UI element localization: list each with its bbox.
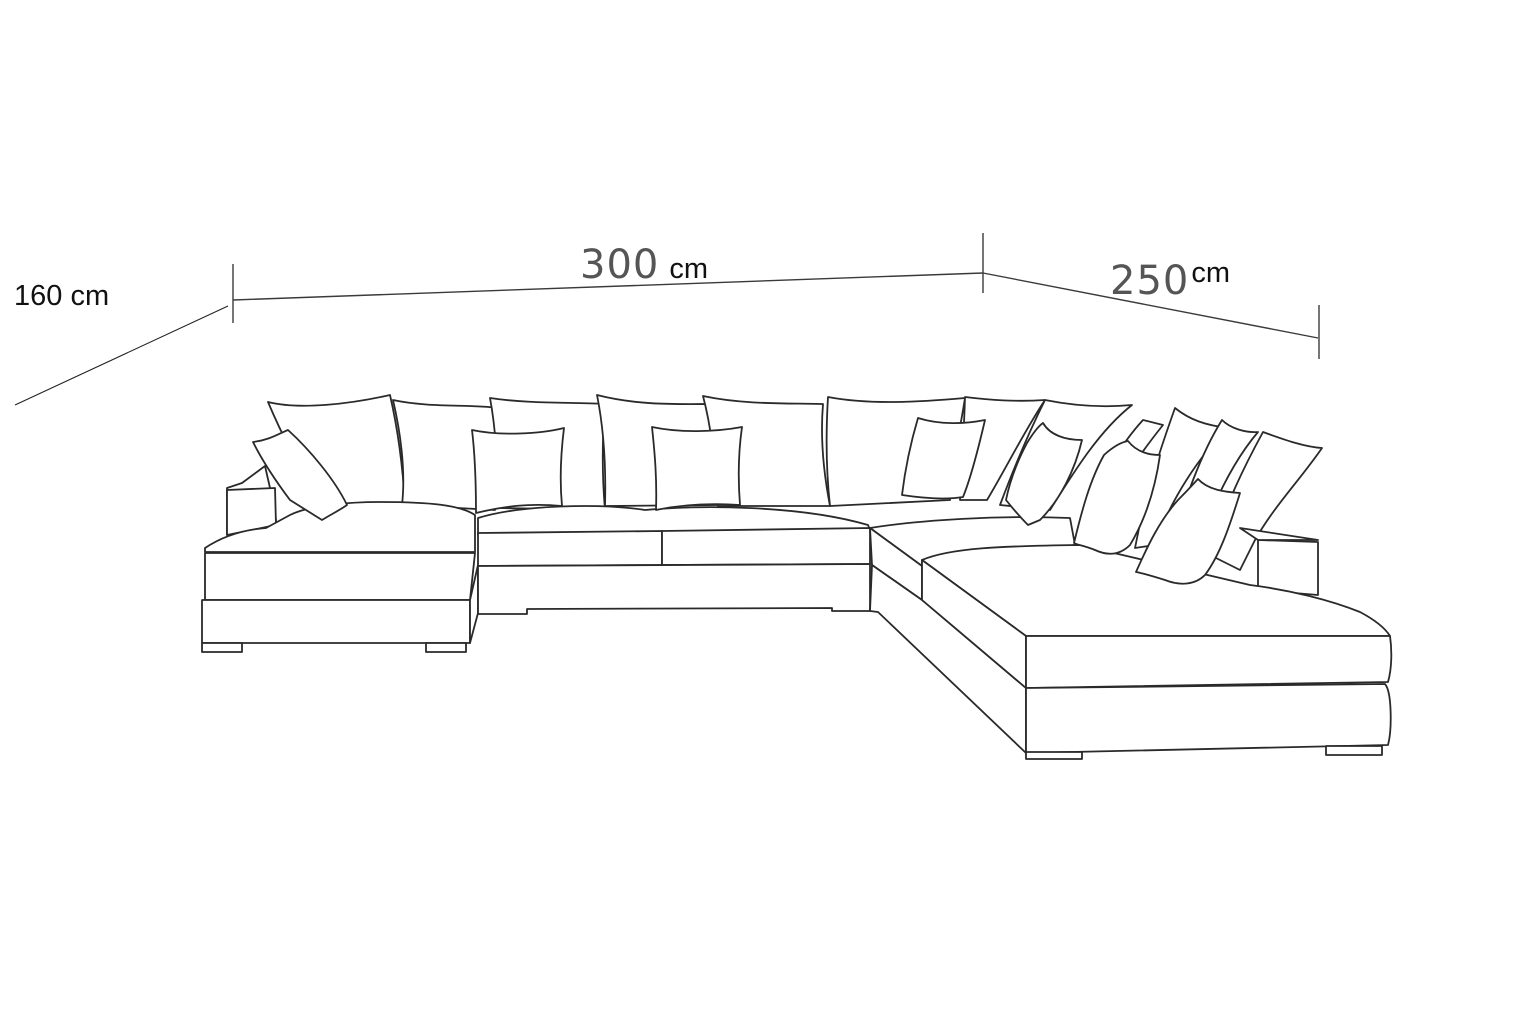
dimension-lines — [14, 233, 1320, 406]
scatter-cushion — [651, 426, 743, 511]
foot — [201, 642, 243, 653]
middle-seat-cushion — [477, 530, 663, 567]
width-main-value: 300 — [580, 242, 660, 288]
scatter-cushion — [252, 429, 348, 521]
middle-base — [477, 563, 871, 615]
right-armrest — [1257, 539, 1319, 596]
scatter-cushion — [1073, 440, 1161, 555]
right-chaise-top — [921, 544, 1391, 637]
width-main-dimension-label: 300 cm — [580, 242, 708, 288]
scatter-cushions — [252, 417, 1241, 585]
scatter-cushion — [1135, 478, 1241, 585]
back-cushion — [1209, 431, 1323, 571]
depth-dimension-label: 160 cm — [14, 280, 110, 312]
width-side-unit: cm — [1191, 257, 1231, 289]
right-chaise-seat — [1025, 635, 1393, 689]
width-main-unit: cm — [669, 253, 709, 285]
scatter-cushion — [471, 427, 565, 514]
foot — [425, 642, 467, 653]
width-side-value: 250 — [1110, 258, 1190, 304]
width-side-dimension-line — [982, 272, 1319, 339]
left-chaise-base — [201, 599, 471, 644]
width-side-dimension-label: 250cm — [1110, 257, 1231, 304]
middle-section — [477, 505, 871, 615]
width-main-dimension-line — [232, 272, 984, 301]
left-chaise — [201, 465, 479, 653]
foot — [1325, 745, 1383, 756]
scatter-cushion — [901, 417, 986, 500]
foot — [1025, 751, 1083, 760]
depth-dimension-line — [14, 305, 229, 406]
right-chaise-base — [1025, 683, 1392, 754]
right-armrest-top — [1239, 527, 1319, 541]
middle-seat-cushion — [661, 527, 871, 566]
left-chaise-seat — [204, 552, 476, 601]
scatter-cushion — [1005, 422, 1083, 526]
corner-seat-top — [869, 516, 1076, 567]
right-chaise — [921, 527, 1393, 760]
